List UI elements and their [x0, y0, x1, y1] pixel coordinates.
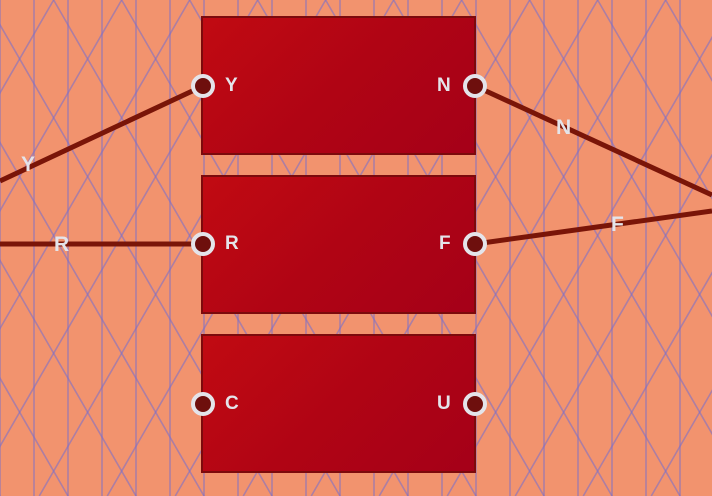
- edges: [0, 83, 712, 247]
- edge-y[interactable]: [0, 83, 205, 184]
- edge-n[interactable]: [473, 83, 712, 198]
- node-1[interactable]: [201, 16, 476, 155]
- grid-line: [650, 389, 712, 496]
- port-label-y: Y: [225, 75, 238, 96]
- edge-label-n: N: [556, 116, 572, 139]
- grid-line: [0, 141, 205, 496]
- edge-label-r: R: [54, 233, 70, 256]
- grid-line: [514, 153, 712, 496]
- grid-line: [596, 0, 712, 200]
- grid-line: [0, 258, 137, 496]
- grid-line: [0, 0, 191, 331]
- grid-line: [446, 35, 712, 496]
- node-2[interactable]: [201, 175, 476, 314]
- edge-f[interactable]: [474, 208, 712, 247]
- grid-line: [0, 376, 69, 496]
- grid-line: [0, 0, 55, 95]
- grid-line: [0, 0, 123, 213]
- grid-line: [460, 0, 712, 436]
- port-label-r: R: [225, 233, 239, 254]
- grid-line: [528, 0, 712, 318]
- grid-line: [582, 271, 712, 496]
- port-label-u: U: [437, 393, 451, 414]
- edge-label-f: F: [611, 213, 624, 236]
- node-3[interactable]: [201, 334, 476, 473]
- port-label-c: C: [225, 393, 239, 414]
- port-label-n: N: [437, 75, 451, 96]
- edge-label-y: Y: [21, 153, 36, 176]
- port-label-f: F: [439, 233, 451, 254]
